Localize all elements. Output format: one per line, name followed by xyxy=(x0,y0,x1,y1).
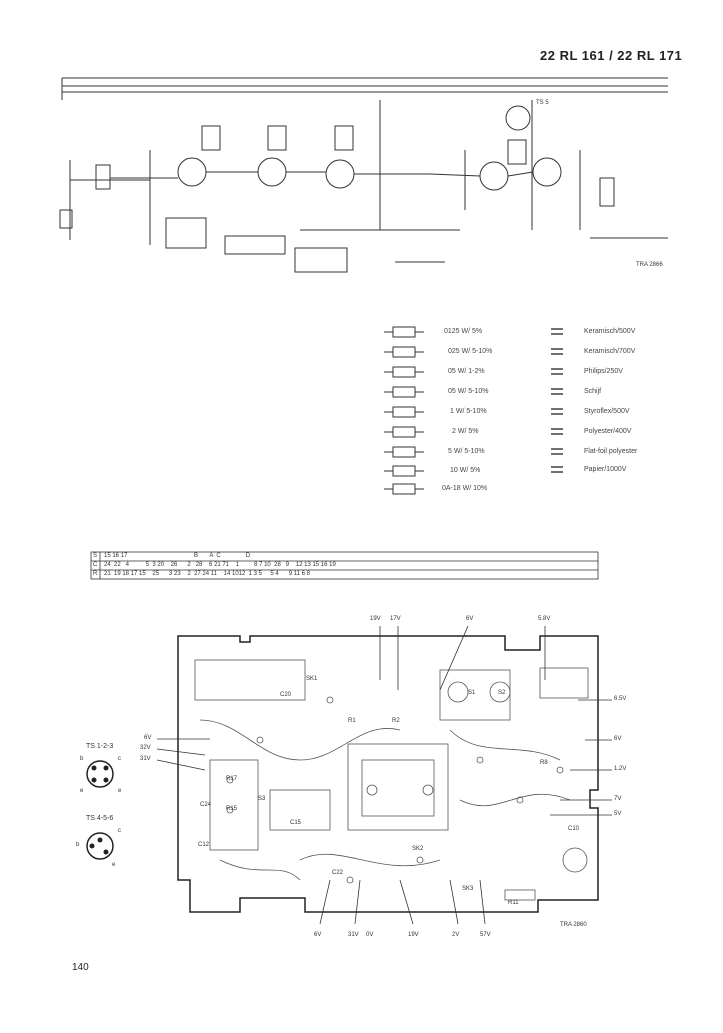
schematic-ref-code: TRA 2866 xyxy=(636,262,663,268)
voltage-label: 31V xyxy=(348,932,359,938)
component-label: R17 xyxy=(226,776,238,782)
voltage-label: 32V xyxy=(140,745,151,751)
pinout-title: TS 1-2-3 xyxy=(86,743,114,750)
voltage-label: 6V xyxy=(466,616,474,622)
component-label: R15 xyxy=(226,806,238,812)
voltage-label: 57V xyxy=(480,932,491,938)
legend-resistor: 5 W/ 5-10% xyxy=(448,448,485,455)
legend-capacitor: Papier/1000V xyxy=(584,466,627,473)
component-label: R8 xyxy=(540,760,548,766)
voltage-label: 1.2V xyxy=(614,766,627,772)
pin-label: b xyxy=(80,756,84,762)
table-row-key: S xyxy=(93,553,98,559)
legend-resistor: 05 W/ 5-10% xyxy=(448,388,489,395)
voltage-label: 6.5V xyxy=(614,696,627,702)
table-row-key: C xyxy=(93,562,98,568)
schematic-label: TS 5 xyxy=(536,100,549,106)
component-label: C20 xyxy=(280,692,292,698)
voltage-label: 0V xyxy=(366,932,374,938)
legend-capacitor: Schijf xyxy=(584,388,602,395)
pin-label: e xyxy=(118,788,122,794)
voltage-label: 2V xyxy=(452,932,460,938)
component-label: S1 xyxy=(468,690,476,696)
component-label: SK1 xyxy=(306,676,318,682)
model-title: 22 RL 161 / 22 RL 171 xyxy=(540,48,683,63)
pin-label: c xyxy=(118,756,121,762)
legend-capacitor: Flat-foil polyester xyxy=(584,448,638,455)
table-row: 21 19 18 17 15 25 3 23 2 27 24 11 14 101… xyxy=(104,571,310,577)
legend-resistor: 2 W/ 5% xyxy=(452,428,479,435)
voltage-label: 6V xyxy=(144,735,152,741)
voltage-label: 5.8V xyxy=(538,616,551,622)
table-row-key: R xyxy=(93,571,98,577)
voltage-label: 5V xyxy=(614,811,622,817)
voltage-label: 7V xyxy=(614,796,622,802)
component-label: SK2 xyxy=(412,846,424,852)
pinout-title: TS 4-5-6 xyxy=(86,815,114,822)
legend-capacitor: Keramisch/700V xyxy=(584,348,636,355)
component-label: S3 xyxy=(258,796,266,802)
reference-table xyxy=(90,551,599,580)
legend-capacitor: Polyester/400V xyxy=(584,428,632,435)
pcb-outline xyxy=(177,635,599,913)
voltage-label: 19V xyxy=(370,616,381,622)
component-label: C24 xyxy=(200,802,212,808)
component-label: C15 xyxy=(290,820,302,826)
legend-capacitor: Keramisch/500V xyxy=(584,328,636,335)
component-label: R1 xyxy=(348,718,356,724)
pin-label: e xyxy=(80,788,84,794)
table-row: 24 22 4 5 3 20 26 2 28 6 21 71 1 8 7 10 … xyxy=(104,562,336,568)
legend-resistor: 0A-18 W/ 10% xyxy=(442,485,488,492)
legend-resistor: 10 W/ 5% xyxy=(450,467,481,474)
pin-label: b xyxy=(76,842,80,848)
component-label: R11 xyxy=(508,900,519,906)
legend-resistor: 05 W/ 1-2% xyxy=(448,368,485,375)
page-number: 140 xyxy=(72,962,89,973)
pcb-ref-code: TRA 2860 xyxy=(560,922,587,928)
voltage-label: 6V xyxy=(314,932,322,938)
voltage-label: 19V xyxy=(408,932,419,938)
voltage-label: 31V xyxy=(140,756,151,762)
pin-label: c xyxy=(118,828,121,834)
table-row: 15 16 17 B A C D xyxy=(104,553,251,559)
component-label: SK3 xyxy=(462,886,474,892)
component-label: S2 xyxy=(498,690,506,696)
legend-capacitor: Philips/250V xyxy=(584,368,623,375)
legend-capacitor: Styroflex/500V xyxy=(584,408,630,415)
legend-resistor: 025 W/ 5-10% xyxy=(448,348,493,355)
legend-resistor: 0125 W/ 5% xyxy=(444,328,483,335)
component-label: R2 xyxy=(392,718,400,724)
legend-resistor: 1 W/ 5-10% xyxy=(450,408,487,415)
voltage-label: 6V xyxy=(614,736,622,742)
pin-label: e xyxy=(112,862,116,868)
component-label: C10 xyxy=(568,826,580,832)
voltage-label: 17V xyxy=(390,616,401,622)
component-label: C22 xyxy=(332,870,344,876)
component-label: C12 xyxy=(198,842,210,848)
